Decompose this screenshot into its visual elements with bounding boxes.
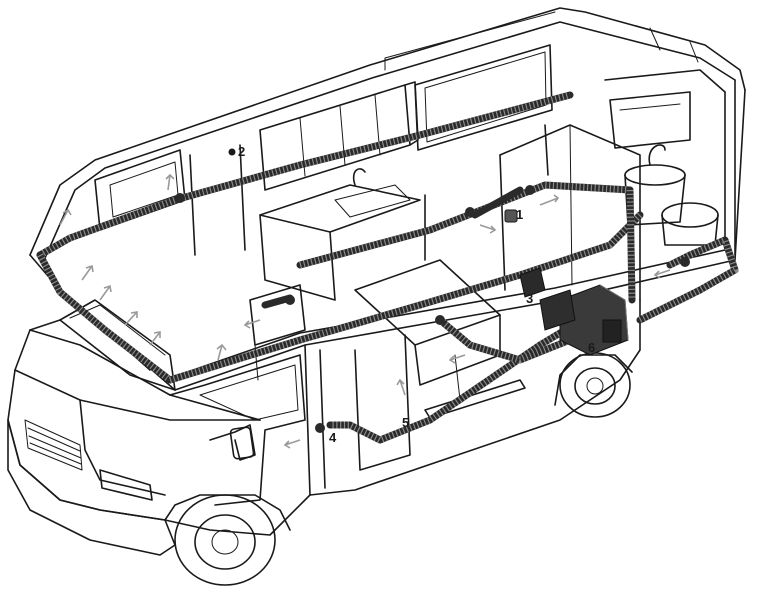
heater-unit xyxy=(519,267,629,356)
callout-4: 4 xyxy=(329,430,337,445)
callout-1: 1 xyxy=(516,207,523,222)
heating-ducts xyxy=(36,91,739,444)
callout-3: 3 xyxy=(526,291,533,306)
interior-furniture xyxy=(94,11,726,471)
callout-5: 5 xyxy=(402,415,409,430)
callout-6: 6 xyxy=(588,340,595,355)
airflow-arrows xyxy=(59,173,671,449)
callout-2: 2 xyxy=(238,144,245,159)
callouts: 1 2 3 4 5 6 xyxy=(238,144,595,445)
